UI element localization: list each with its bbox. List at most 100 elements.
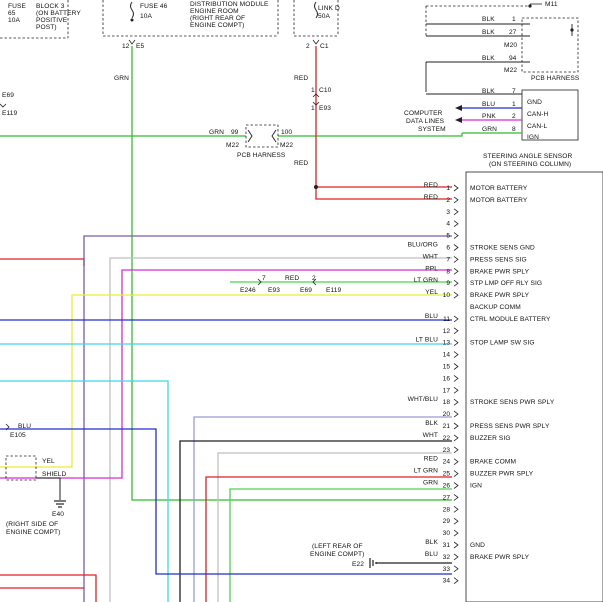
module-pin-8: 8	[446, 268, 450, 275]
fuse-number: 65	[8, 10, 16, 17]
wire-red-left	[0, 258, 85, 266]
module-pin-1: 1	[446, 185, 450, 192]
red-vertical-label-2: RED	[294, 160, 308, 167]
pin-terminal-icon	[453, 494, 459, 501]
module-pin-2: 2	[446, 197, 450, 204]
module-pin-5: 5	[446, 233, 450, 240]
module-function-label: BRAKE COMM	[470, 459, 516, 466]
pin-terminal-icon	[453, 458, 459, 466]
wire-grn-ign	[131, 46, 452, 501]
shield-splice	[5, 455, 37, 481]
module-pin-29: 29	[443, 518, 451, 525]
splice-e69: E69	[300, 287, 312, 294]
fuse-symbol-icon	[130, 1, 134, 19]
right-side-note-2: ENGINE COMPT)	[6, 529, 60, 536]
pin-terminal-icon	[453, 315, 459, 323]
m11-label: M11	[545, 1, 558, 8]
can-wire-blk: BLK	[482, 88, 495, 95]
e93-pin: 1	[311, 105, 315, 112]
module-pin-20: 20	[443, 411, 451, 418]
module-wire-label: BLK	[425, 420, 438, 427]
harness-right-m22: M22	[280, 142, 293, 149]
can-wire-pnk: PNK	[482, 113, 496, 120]
pin-terminal-icon	[453, 505, 459, 513]
module-wire-label: WHT	[423, 253, 438, 260]
ground-icon	[369, 558, 377, 568]
pin-terminal-icon	[453, 553, 459, 561]
module-pin-21: 21	[443, 423, 451, 430]
top-pin-1: 1	[512, 16, 516, 23]
splice-row: 7 E246 E93 RED 2 E69 E119	[240, 275, 341, 294]
splice-e246: E246	[240, 287, 256, 294]
module-wire-label: LT GRN	[414, 468, 438, 475]
module-function-label: BUZZER PWR SPLY	[470, 471, 534, 478]
ground-icon	[54, 500, 66, 508]
pin-terminal-icon	[453, 267, 459, 275]
wire-blu-org	[83, 235, 452, 602]
module-pin-17: 17	[443, 387, 451, 394]
can-connector: BLK BLU PNK GRN 7 1 2 8 GND CAN-H CAN-L …	[404, 88, 579, 168]
module-pin-24: 24	[443, 459, 451, 466]
module-pin-16: 16	[443, 375, 451, 382]
pin-terminal-icon	[453, 375, 459, 382]
pin-terminal-icon	[453, 398, 459, 406]
module-pin-9: 9	[446, 280, 450, 287]
pin-terminal-icon	[453, 244, 459, 251]
pin-terminal-icon	[453, 422, 459, 430]
module-wire-label: YEL	[425, 289, 438, 296]
wire-blu-brake	[0, 428, 452, 575]
module-function-label: STOP LAMP SW SIG	[470, 340, 535, 347]
fuse46-desc-3: (RIGHT REAR OF	[190, 15, 245, 22]
module-wire-label: BLK	[425, 539, 438, 546]
pin-terminal-icon	[453, 410, 459, 418]
pin-terminal-icon	[453, 565, 459, 573]
left-rear-note-1: (LEFT REAR OF	[312, 543, 363, 550]
pin-terminal-icon	[453, 577, 459, 585]
jb-line-3: POSITIVE	[36, 17, 68, 24]
wire-ppl	[0, 269, 452, 479]
module-function-label: BACKUP COMM	[470, 304, 521, 311]
module-function-label: MOTOR BATTERY	[470, 185, 528, 192]
jb-line-2: (ON BATTERY	[36, 10, 81, 17]
fusible-link-icon	[314, 1, 318, 19]
fuse-amp: 10A	[8, 17, 21, 24]
harness-pin-99: 99	[231, 129, 239, 136]
wire-cyan-lower	[0, 380, 169, 602]
fuse46-desc-2: ENGINE ROOM	[190, 8, 239, 15]
pin-terminal-icon	[453, 208, 459, 216]
pin-terminal-icon	[453, 386, 459, 394]
module-function-label: STROKE SENS GND	[470, 245, 535, 252]
c10-pin: 1	[311, 87, 315, 94]
pin-terminal-icon	[453, 446, 459, 454]
grn-vertical-label: GRN	[114, 75, 129, 82]
wire-red-motor	[315, 46, 452, 200]
fuse46-connector: E5	[136, 43, 144, 50]
module-pin-26: 26	[443, 483, 451, 490]
top-wire-blk-3: BLK	[482, 55, 495, 62]
pcb-harness-mid-label: PCB HARNESS	[237, 152, 286, 159]
module-wire-label: RED	[424, 194, 438, 201]
shield-ground-wire	[36, 477, 61, 500]
module-function-label: GND	[470, 542, 485, 549]
module-function-label: BRAKE PWR SPLY	[470, 268, 530, 275]
pin-terminal-icon	[453, 339, 459, 347]
module-pin-13: 13	[443, 340, 451, 347]
fuse-46-module: FUSE 46 10A DISTRIBUTION MODULE ENGINE R…	[102, 0, 279, 50]
module-pin-34: 34	[443, 578, 451, 585]
splice-pin-7: 7	[262, 275, 266, 282]
module-function-label: IGN	[470, 483, 482, 490]
pin-terminal-icon	[453, 434, 459, 442]
m22-label: M22	[504, 67, 517, 74]
harness-left-m22: M22	[226, 142, 239, 149]
module-wire-label: RED	[424, 182, 438, 189]
module-pin-32: 32	[443, 554, 451, 561]
link-line-1: LINK D	[318, 5, 340, 12]
pin-terminal-icon	[453, 470, 459, 477]
fuse46-pin: 12	[122, 43, 130, 50]
module-pin-14: 14	[443, 352, 451, 359]
steering-sensor-title: STEERING ANGLE SENSOR	[483, 153, 572, 160]
splice-pin-2: 2	[312, 275, 316, 282]
module-function-label: PRESS SENS SIG	[470, 256, 527, 263]
shield-label: SHIELD	[42, 471, 67, 478]
